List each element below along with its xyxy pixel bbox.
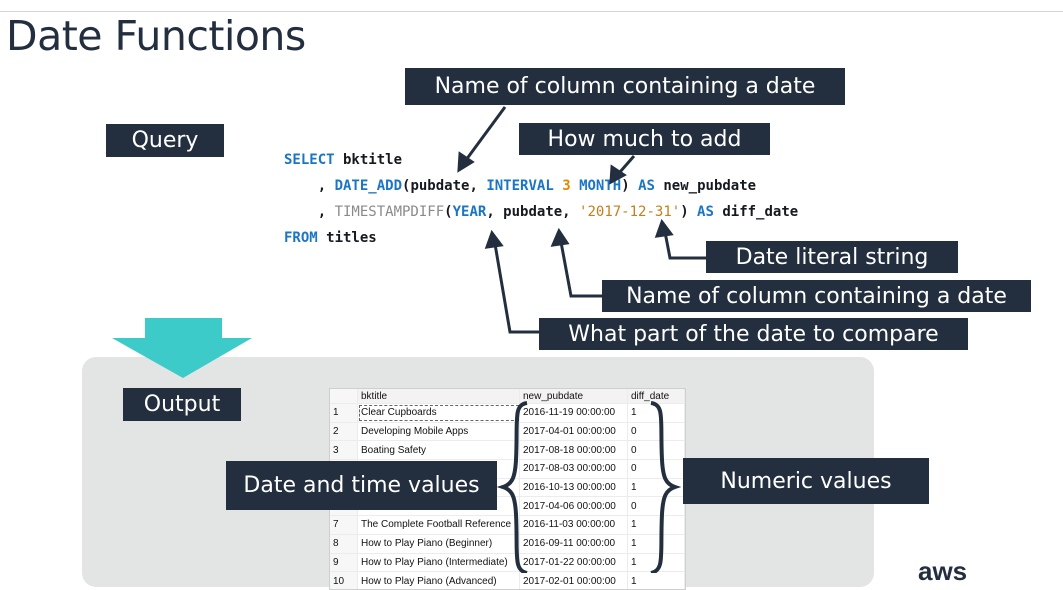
new-pubdate-cell: 2016-10-13 00:00:00 bbox=[519, 478, 628, 498]
left-brace-icon bbox=[496, 401, 528, 573]
header-bktitle: bktitle bbox=[357, 389, 520, 404]
new-pubdate-cell: 2017-08-18 00:00:00 bbox=[519, 440, 628, 461]
label-how-much: How much to add bbox=[519, 123, 770, 155]
annotation-overlay bbox=[112, 106, 706, 573]
new-pubdate-cell: 2017-04-01 00:00:00 bbox=[519, 422, 628, 442]
label-output: Output bbox=[123, 388, 241, 421]
code-line-2: , DATE_ADD(pubdate, INTERVAL 3 MONTH) AS… bbox=[284, 178, 757, 194]
arrowhead-how-much-icon bbox=[609, 164, 627, 185]
label-datetime-values: Date and time values bbox=[226, 461, 497, 510]
label-date-part: What part of the date to compare bbox=[539, 318, 968, 350]
new-pubdate-cell: 2017-04-06 00:00:00 bbox=[519, 496, 628, 517]
row-number: 1 bbox=[330, 403, 358, 423]
row-number: 7 bbox=[330, 515, 358, 535]
diff-date-cell: 0 bbox=[627, 440, 685, 461]
arrowhead-date-part-icon bbox=[484, 229, 504, 249]
down-arrow-icon bbox=[112, 318, 252, 378]
bktitle-cell: How to Play Piano (Beginner) bbox=[357, 534, 520, 554]
bktitle-cell: Developing Mobile Apps bbox=[357, 422, 520, 442]
bktitle-cell: How to Play Piano (Advanced) bbox=[357, 571, 520, 589]
label-numeric-values: Numeric values bbox=[683, 458, 929, 504]
pointer-arrows bbox=[457, 106, 706, 334]
diff-date-cell: 1 bbox=[627, 403, 685, 423]
diff-date-cell: 1 bbox=[627, 534, 685, 554]
header-rownum bbox=[330, 389, 358, 404]
diff-date-cell: 1 bbox=[627, 515, 685, 535]
label-column-date-bottom: Name of column containing a date bbox=[602, 280, 1031, 312]
new-pubdate-cell: 2016-09-11 00:00:00 bbox=[519, 534, 628, 554]
code-line-1: SELECT bktitle bbox=[284, 152, 403, 168]
row-number: 3 bbox=[330, 440, 358, 461]
label-column-date-top: Name of column containing a date bbox=[405, 68, 845, 105]
diff-date-cell: 1 bbox=[627, 571, 685, 589]
arrow-col-date-top bbox=[464, 106, 507, 161]
bktitle-cell: Boating Safety bbox=[357, 440, 520, 461]
code-line-3: , TIMESTAMPDIFF(YEAR, pubdate, '2017-12-… bbox=[284, 204, 799, 220]
diff-date-cell: 0 bbox=[627, 422, 685, 442]
arrowhead-col-date-bottom-icon bbox=[550, 227, 570, 247]
new-pubdate-cell: 2016-11-19 00:00:00 bbox=[519, 403, 628, 423]
arrowhead-col-date-top-icon bbox=[457, 151, 475, 173]
arrow-date-literal bbox=[663, 231, 706, 260]
arrowhead-date-literal-icon bbox=[654, 218, 674, 238]
row-number: 8 bbox=[330, 534, 358, 554]
new-pubdate-cell: 2016-11-03 00:00:00 bbox=[519, 515, 628, 535]
new-pubdate-cell: 2017-01-22 00:00:00 bbox=[519, 553, 628, 573]
new-pubdate-cell: 2017-02-01 00:00:00 bbox=[519, 571, 628, 589]
row-number: 10 bbox=[330, 571, 358, 589]
header-new-pubdate: new_pubdate bbox=[519, 389, 628, 404]
top-divider bbox=[0, 11, 1063, 12]
arrow-how-much bbox=[618, 155, 636, 173]
label-query: Query bbox=[106, 124, 224, 157]
label-date-literal: Date literal string bbox=[706, 241, 958, 273]
results-header-row: bktitle new_pubdate diff_date bbox=[330, 389, 685, 404]
row-number: 2 bbox=[330, 422, 358, 442]
code-line-4: FROM titles bbox=[284, 230, 377, 246]
row-number: 9 bbox=[330, 553, 358, 573]
aws-logo: aws bbox=[918, 556, 968, 586]
new-pubdate-cell: 2017-08-03 00:00:00 bbox=[519, 459, 628, 479]
diff-date-cell: 0 bbox=[627, 496, 685, 517]
arrow-date-part bbox=[493, 243, 539, 334]
right-brace-icon bbox=[650, 401, 682, 573]
slide-title: Date Functions bbox=[6, 12, 306, 60]
bktitle-cell: The Complete Football Reference bbox=[357, 515, 520, 535]
arrow-col-date-bottom bbox=[559, 241, 602, 298]
